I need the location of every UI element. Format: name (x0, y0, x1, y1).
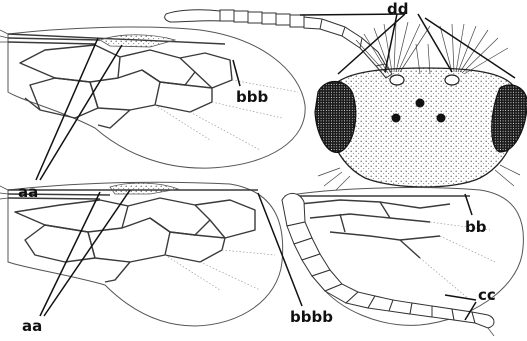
forewing-bottom (0, 182, 283, 326)
label-bb: bb (465, 218, 487, 236)
head-frontal (315, 22, 527, 190)
label-aa-top: aa (18, 183, 38, 201)
label-bbbb: bbbb (290, 308, 333, 326)
label-bbb: bbb (236, 88, 268, 106)
label-aa-bottom: aa (22, 317, 42, 335)
label-cc: cc (478, 286, 496, 304)
label-dd: dd (387, 0, 408, 18)
antenna-top (165, 10, 392, 78)
